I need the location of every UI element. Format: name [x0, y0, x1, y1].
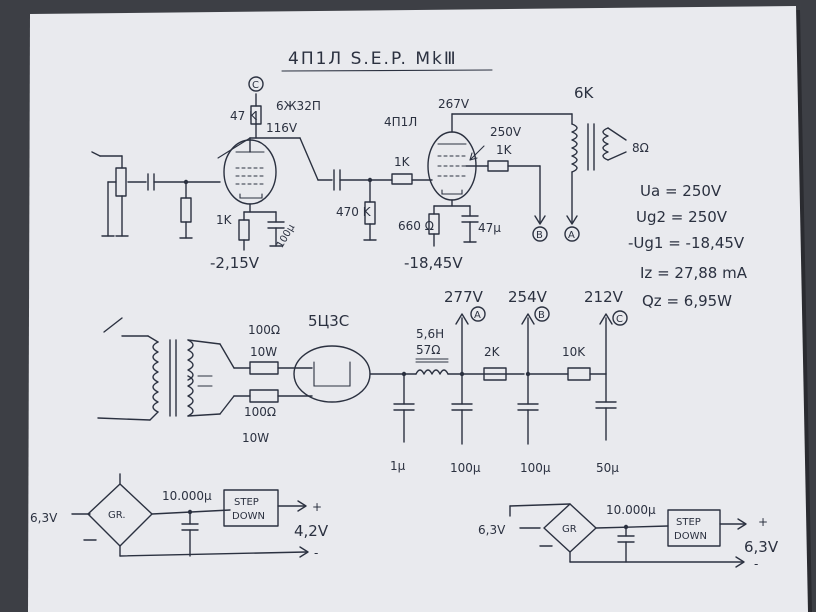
- choke-inductance-label: 5,6H: [416, 327, 444, 341]
- note-ua: Ua = 250V: [640, 182, 722, 200]
- heater-supply-1: 6,3V GR. 10.000µ STEP DOWN + 4,2V -: [30, 473, 329, 560]
- heater-supply-2: 6,3V GR 10.000µ STEP DOWN + 6,3V -: [478, 503, 779, 571]
- grid-stopper-label: 1K: [394, 155, 411, 169]
- operating-point-notes: Ua = 250V Ug2 = 250V -Ug1 = -18,45V Iz =…: [628, 182, 748, 310]
- stage2-node-b: B: [536, 230, 543, 241]
- psu-voltage-b: 254V: [508, 288, 548, 306]
- interstage-coupling: 470 K: [317, 169, 393, 241]
- stage1-cathode-voltage: -2,15V: [210, 254, 260, 272]
- node-b-marker-psu: [534, 306, 550, 322]
- psu-res-bottom-label: 100Ω: [244, 405, 276, 419]
- heater1-output-voltage: 4,2V: [294, 522, 329, 540]
- speaker-impedance-label: 8Ω: [632, 141, 649, 155]
- note-pa: Qz = 6,95W: [642, 292, 732, 310]
- note-ia: Iz = 27,88 mA: [640, 264, 748, 282]
- stage2-tube-label: 4П1Л: [384, 115, 417, 129]
- psu-res-bottom-watt: 10W: [242, 431, 269, 445]
- note-ug2: Ug2 = 250V: [636, 208, 728, 226]
- psu-res-ab-label: 2K: [484, 345, 501, 359]
- input-stage: C 47 K 116V 6Ж32П 1K 100µ -2,15V: [91, 76, 321, 272]
- psu-node-b: B: [538, 310, 545, 321]
- heater1-plus: +: [312, 500, 322, 514]
- ot-impedance-label: 6K: [574, 84, 595, 102]
- heater2-bridge-label: GR: [562, 524, 577, 535]
- grid-stopper-resistor: [391, 173, 413, 185]
- heater2-input-voltage: 6,3V: [478, 523, 506, 537]
- heater2-reg-line1: STEP: [676, 517, 701, 528]
- power-supply: 100Ω 10W 100Ω 10W 5Ц3С 1µ 5,6H 57Ω A 277…: [97, 288, 628, 475]
- heater1-reg-line2: DOWN: [232, 511, 265, 522]
- heater2-plus: +: [758, 515, 768, 529]
- node-c-marker-psu: [612, 310, 628, 326]
- stage2-g2-res-label: 1K: [496, 143, 513, 157]
- stage2-anode-voltage: 267V: [438, 97, 470, 111]
- heater1-step-down-regulator: [223, 489, 279, 527]
- stage2-cathode-res-label: 660 Ω: [398, 219, 434, 233]
- heater1-input-voltage: 6,3V: [30, 511, 58, 525]
- psu-resistor-ab: [483, 367, 507, 381]
- psu-res-bc-label: 10K: [562, 345, 586, 359]
- psu-cap1-label: 1µ: [390, 459, 406, 473]
- stage2-g2-voltage: 250V: [490, 125, 522, 139]
- heater2-cap-label: 10.000µ: [606, 503, 656, 517]
- node-a-marker-psu: [470, 306, 486, 322]
- psu-cap-a-label: 100µ: [450, 461, 481, 475]
- output-transformer: A 6K 8Ω: [564, 84, 649, 242]
- heater2-minus: -: [754, 557, 758, 571]
- heater2-reg-line2: DOWN: [674, 531, 707, 542]
- psu-res-top-watt: 10W: [250, 345, 277, 359]
- heater1-cap-label: 10.000µ: [162, 489, 212, 503]
- node-a-marker-stage2: [564, 226, 580, 242]
- stage1-anode-res-label: 47 K: [230, 109, 258, 123]
- psu-voltage-c: 212V: [584, 288, 624, 306]
- stage2-node-a: A: [568, 230, 575, 241]
- heater1-minus: -: [314, 546, 318, 560]
- schematic-title: 4П1Л S.E.P. MkⅢ: [288, 49, 458, 69]
- mains-switch: [103, 317, 123, 333]
- output-stage: 1K 267V 4П1Л B 250V 1K 66: [384, 97, 573, 272]
- psu-voltage-a: 277V: [444, 288, 484, 306]
- psu-node-c: C: [616, 314, 623, 325]
- stage1-node-c: C: [252, 80, 259, 91]
- stage2-grid-leak-label: 470 K: [336, 205, 372, 219]
- stage2-cathode-voltage: -18,45V: [404, 254, 463, 272]
- note-ug1: -Ug1 = -18,45V: [628, 234, 745, 252]
- filter-choke: [415, 369, 449, 375]
- stage2-cathode-cap-label: 47µ: [478, 221, 501, 235]
- heater1-bridge-label: GR.: [108, 510, 126, 521]
- node-c-marker: [248, 76, 264, 92]
- title-underline: [281, 69, 493, 72]
- psu-node-a: A: [474, 310, 481, 321]
- node-b-marker-stage2: [532, 226, 548, 242]
- psu-cap-c-label: 50µ: [596, 461, 619, 475]
- heater2-output-voltage: 6,3V: [744, 538, 779, 556]
- heater2-step-down-regulator: [667, 509, 721, 547]
- rectifier-label: 5Ц3С: [308, 312, 349, 330]
- heater1-reg-line1: STEP: [234, 497, 259, 508]
- psu-res-top-label: 100Ω: [248, 323, 280, 337]
- stage1-cathode-res-label: 1K: [216, 213, 233, 227]
- choke-resistance-label: 57Ω: [416, 343, 440, 357]
- stage1-anode-voltage: 116V: [266, 121, 298, 135]
- psu-cap-b-label: 100µ: [520, 461, 551, 475]
- stage1-tube-label: 6Ж32П: [276, 99, 321, 113]
